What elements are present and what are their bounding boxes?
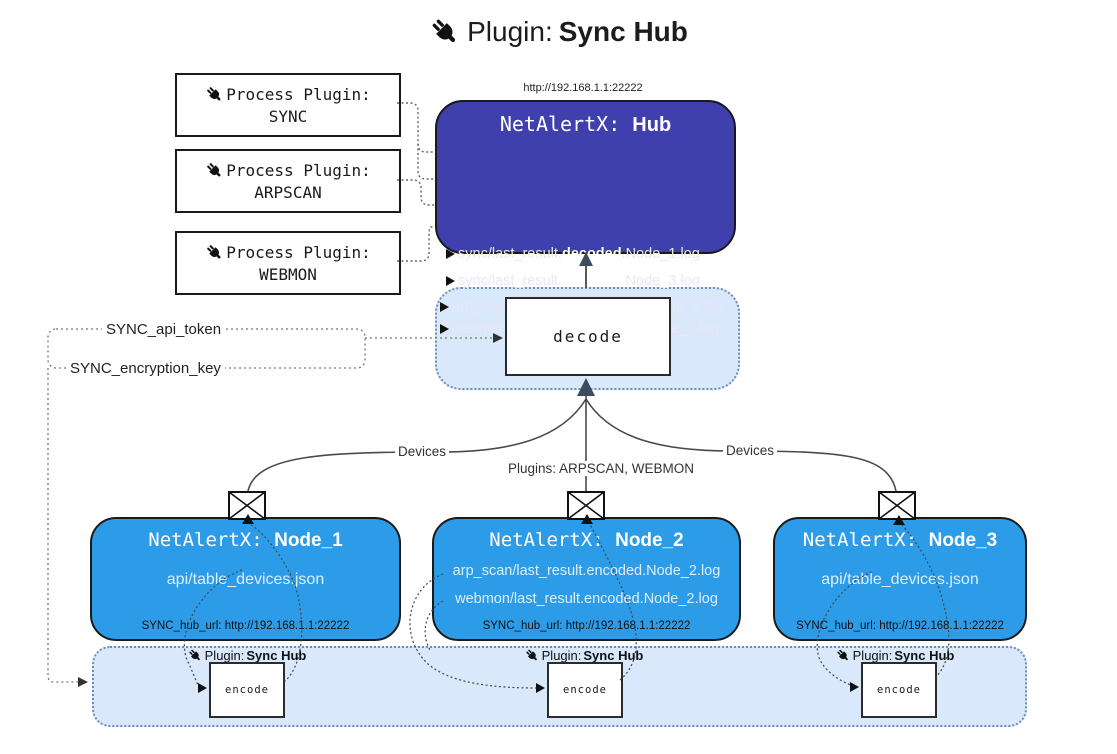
encode-box: encode <box>547 662 623 718</box>
plug-icon <box>836 648 851 663</box>
node-box-1: NetAlertX: Node_1 api/table_devices.json… <box>90 517 401 641</box>
title-prefix: Plugin: <box>467 16 553 47</box>
process-plugin-name: WEBMON <box>259 264 317 284</box>
edge-label-plugins: Plugins: ARPSCAN, WEBMON <box>505 461 698 476</box>
node-hub-url: SYNC_hub_url: http://192.168.1.1:22222 <box>482 620 691 632</box>
envelope-icon <box>878 491 916 520</box>
arrowhead <box>78 677 88 687</box>
node-file-line: api/table_devices.json <box>166 571 325 588</box>
process-plugin-label: Process Plugin: <box>226 84 371 104</box>
node-box-3: NetAlertX: Node_3 api/table_devices.json… <box>773 517 1027 641</box>
plug-icon <box>205 243 224 262</box>
process-plugin-box-sync: Process Plugin: SYNC <box>175 73 401 137</box>
plugin-to-hub-links <box>397 102 434 262</box>
encoder-label: Plugin: Sync Hub <box>525 648 643 663</box>
sync-encryption-key-label: SYNC_encryption_key <box>66 360 225 377</box>
title-name: Sync Hub <box>558 16 688 47</box>
process-plugin-label: Process Plugin: <box>226 242 371 262</box>
hub-log-line: sync/last_result.decoded.Node_1.log <box>440 246 700 262</box>
plug-icon <box>188 648 203 663</box>
process-plugin-box-webmon: Process Plugin: WEBMON <box>175 231 401 295</box>
plug-icon <box>205 161 224 180</box>
plug-icon <box>525 648 540 663</box>
process-plugin-name: SYNC <box>268 106 308 126</box>
hub-title-name: Hub <box>632 114 672 136</box>
node-title: NetAlertX: Node_2 <box>489 529 684 551</box>
hub-url-label: http://192.168.1.1:22222 <box>523 82 643 94</box>
edge-label-devices-left: Devices <box>395 444 450 459</box>
page-title: Plugin: Sync Hub <box>0 16 1117 48</box>
hub-box: NetAlertX: Hub sync/last_result.decoded.… <box>435 100 736 337</box>
hub-log-line: sync/last_result.decoded.Node_3.log <box>440 273 700 289</box>
edge-label-devices-right: Devices <box>723 443 778 458</box>
arrowhead-icon <box>446 276 455 286</box>
sync-api-token-label: SYNC_api_token <box>102 321 226 338</box>
node-file-line: arp_scan/last_result.encoded.Node_2.log <box>452 563 721 579</box>
plug-icon <box>205 85 224 104</box>
plug-icon <box>429 16 461 48</box>
node-hub-url: SYNC_hub_url: http://192.168.1.1:22222 <box>141 620 350 632</box>
node-hub-url: SYNC_hub_url: http://192.168.1.1:22222 <box>796 620 1004 632</box>
process-plugin-label: Process Plugin: <box>226 160 371 180</box>
hub-title-prefix: NetAlertX: <box>499 112 633 136</box>
process-plugin-box-arpscan: Process Plugin: ARPSCAN <box>175 149 401 213</box>
envelope-icon <box>567 491 605 520</box>
node-title: NetAlertX: Node_3 <box>802 529 998 551</box>
arrowhead-icon <box>446 249 455 259</box>
node-to-decode-links <box>247 394 897 492</box>
node-title: NetAlertX: Node_1 <box>148 529 343 551</box>
encode-box: encode <box>861 662 937 718</box>
encoder-label: Plugin: Sync Hub <box>836 648 954 663</box>
decode-box: decode <box>505 297 671 376</box>
process-plugin-name: ARPSCAN <box>254 182 322 202</box>
node-file-line: webmon/last_result.encoded.Node_2.log <box>455 591 718 607</box>
node-file-line: api/table_devices.json <box>821 571 979 588</box>
arrowhead-icon <box>440 302 449 312</box>
arrowhead-icon <box>440 324 449 334</box>
envelope-icon <box>228 491 266 520</box>
hub-title: NetAlertX: Hub <box>437 112 734 137</box>
encoder-label: Plugin: Sync Hub <box>188 648 306 663</box>
encode-box: encode <box>209 662 285 718</box>
node-box-2: NetAlertX: Node_2 arp_scan/last_result.e… <box>432 517 741 641</box>
